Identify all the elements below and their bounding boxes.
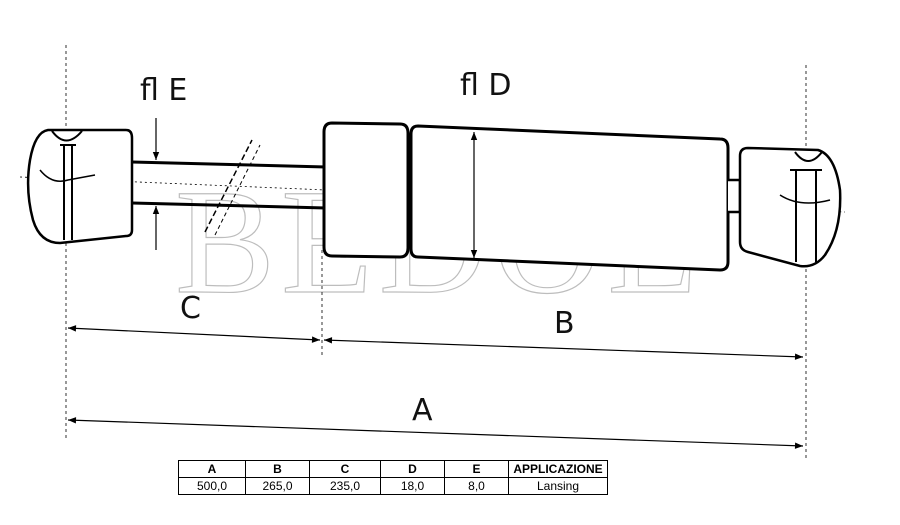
col-c-header: C [309,460,381,478]
col-e-header: E [444,460,509,478]
cell-a: 500,0 [178,477,246,495]
col-applicazione-header: APPLICAZIONE [508,460,608,478]
dim-b [323,337,804,360]
label-b: B [554,306,575,341]
label-c: C [180,291,201,326]
spec-table: A B C D E APPLICAZIONE 500,0 265,0 235,0… [178,460,608,495]
col-b-header: B [245,460,310,478]
spec-table-header-row: A B C D E APPLICAZIONE [178,460,608,478]
cell-b: 265,0 [245,477,310,495]
cylinder-tube [409,124,730,272]
cell-c: 235,0 [309,477,381,495]
col-d-header: D [380,460,445,478]
piston-rod [131,139,327,236]
cell-d: 18,0 [380,477,445,495]
label-a: A [412,393,433,428]
cylinder-collar [322,121,410,259]
cell-e: 8,0 [444,477,509,495]
label-dia-d: fl D [460,68,512,103]
label-dia-e: fl E [140,73,187,108]
left-end-fitting [26,128,134,245]
dim-c [67,325,321,343]
dim-a [67,417,804,449]
right-end-fitting [728,146,842,268]
cell-applicazione: Lansing [508,477,608,495]
col-a-header: A [178,460,246,478]
spec-table-row: 500,0 265,0 235,0 18,0 8,0 Lansing [178,477,608,495]
